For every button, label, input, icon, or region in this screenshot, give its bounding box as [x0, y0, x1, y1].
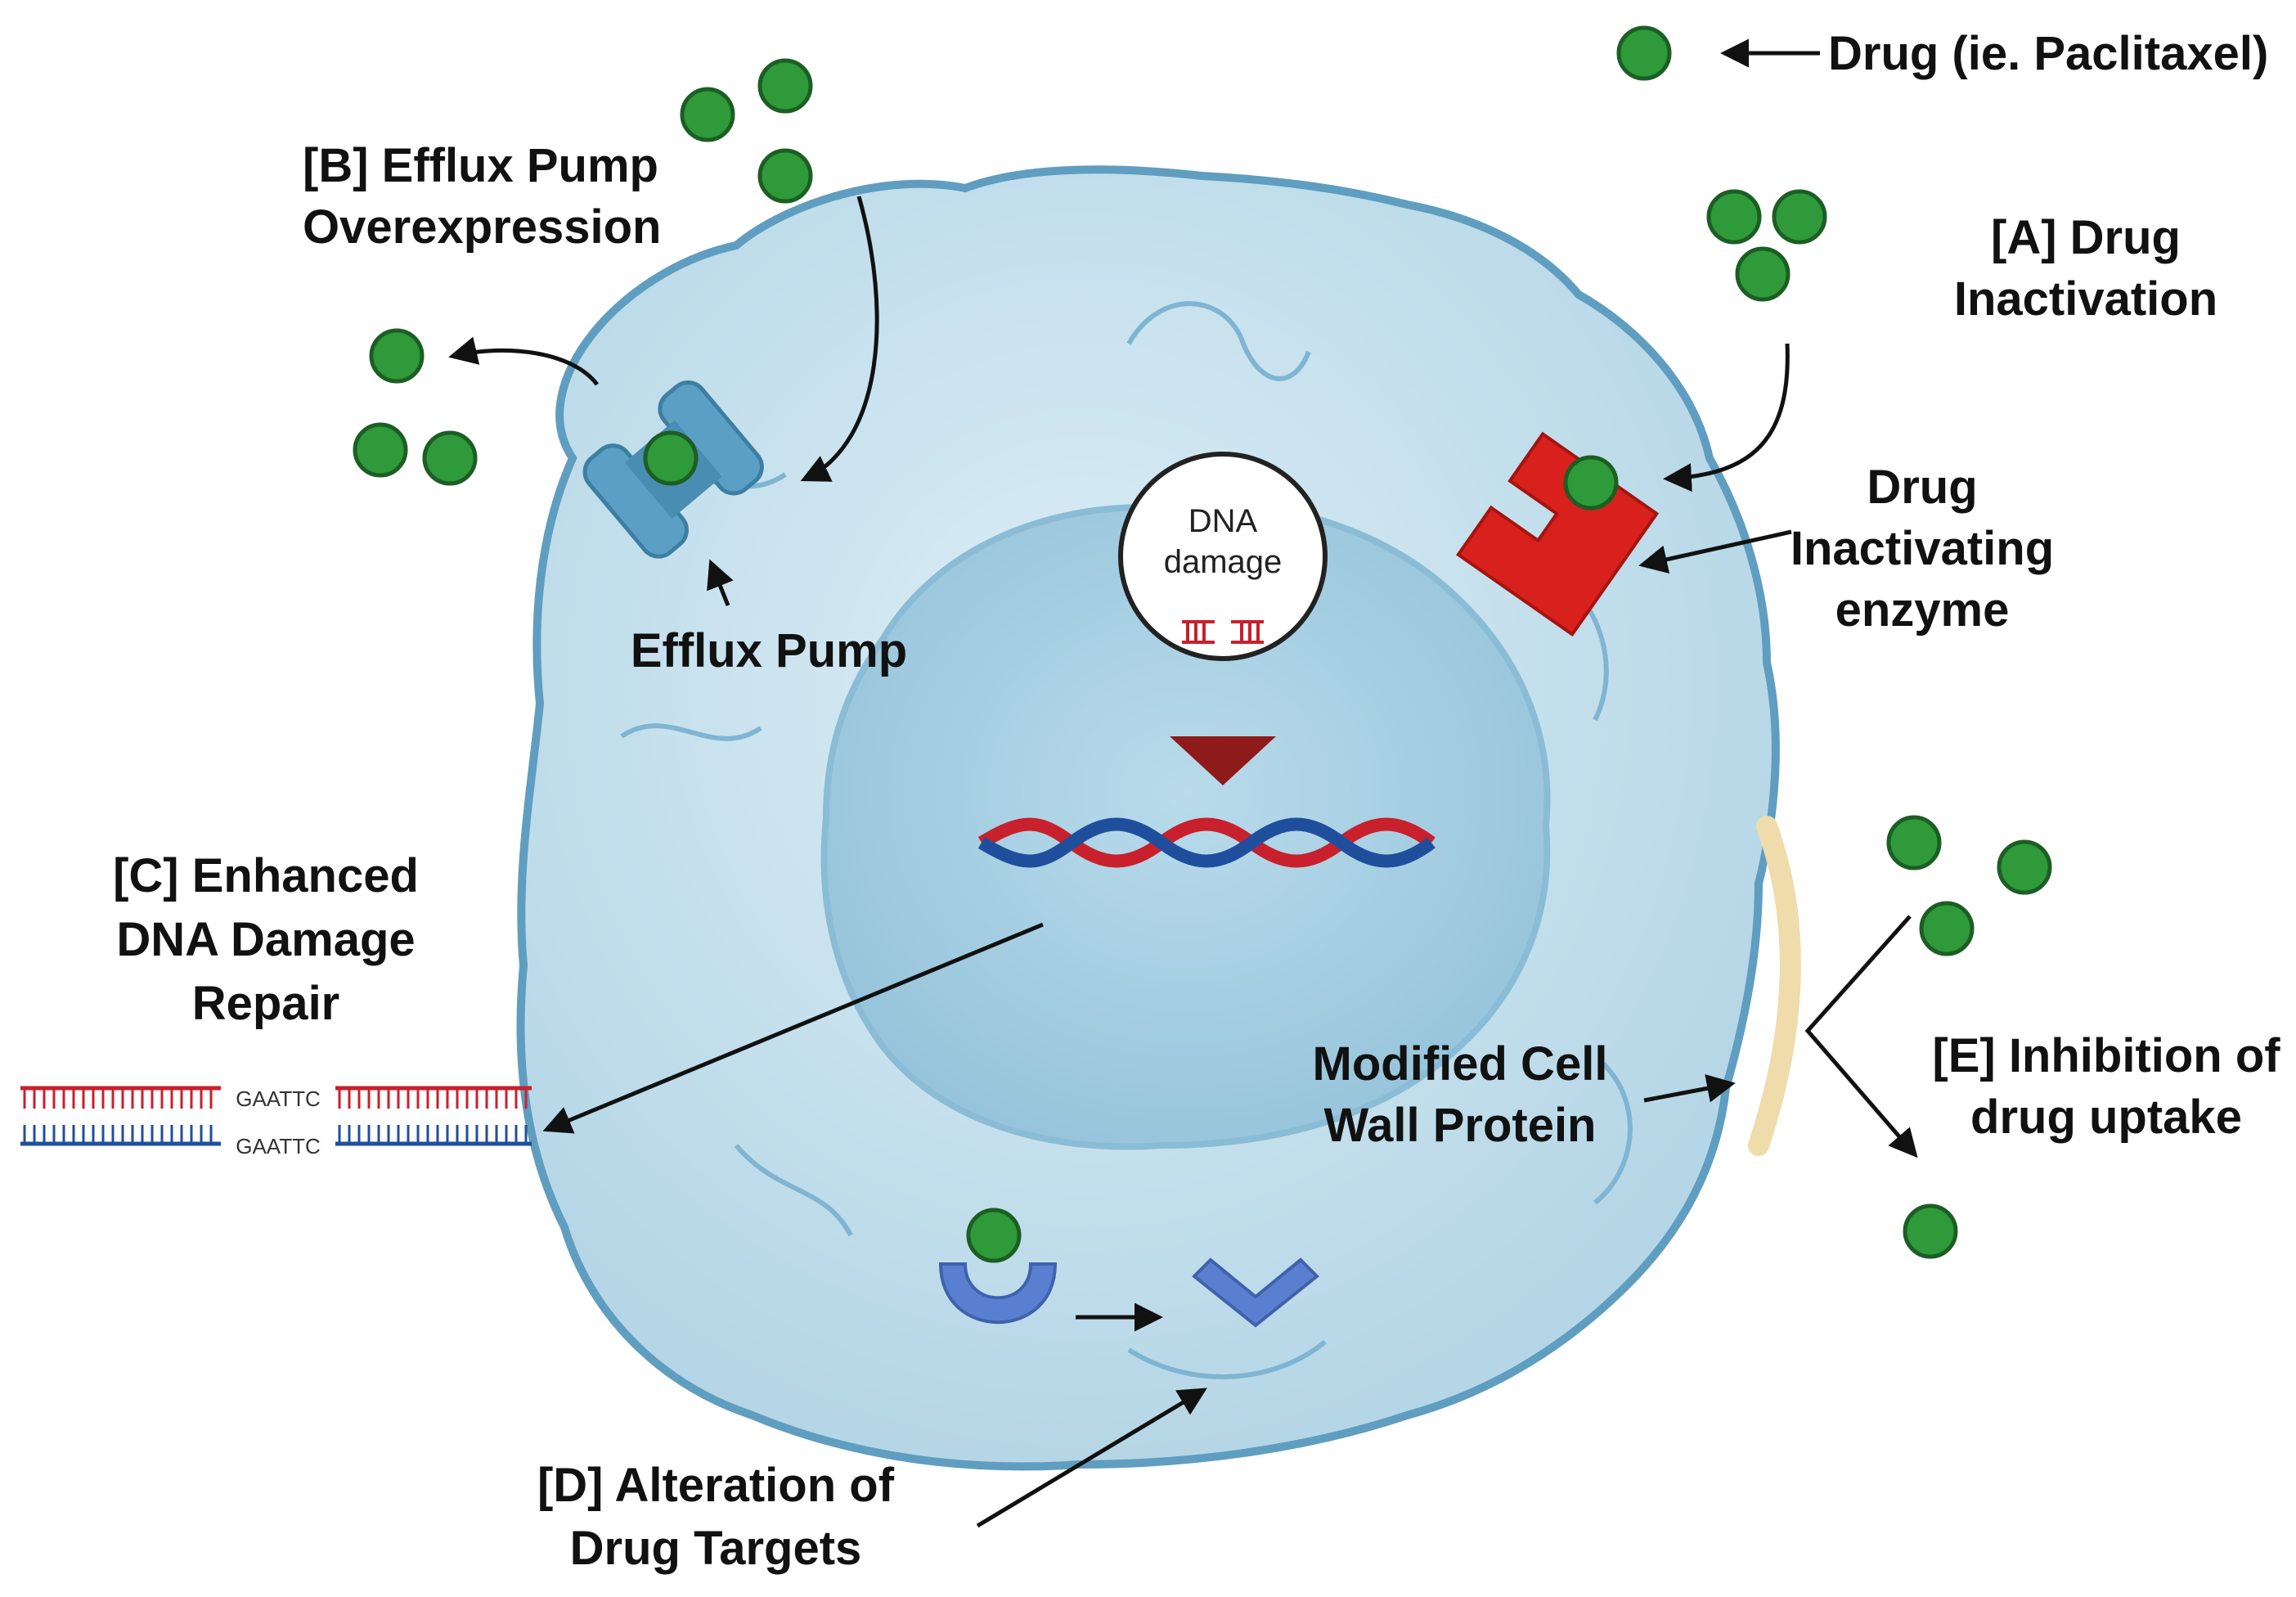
modified-cell-wall-protein	[1748, 816, 1801, 1156]
legend-drug-label: Drug (ie. Paclitaxel)	[1828, 27, 2268, 80]
drug-molecules	[353, 25, 2052, 1263]
drug-molecule	[1997, 839, 2052, 895]
broken-dna-icon	[1182, 620, 1264, 644]
repaired-dna-sequence: GAATTC GAATTC	[20, 1086, 532, 1158]
arrow-dna-repair	[542, 922, 1044, 1134]
arrow-drug-to-enzyme	[1663, 343, 1790, 493]
mechanism-c-line2: DNA Damage	[116, 913, 415, 966]
drug-molecule	[680, 87, 735, 142]
dna-strand-red	[977, 817, 1436, 868]
drug-molecule	[1706, 189, 1762, 245]
sequence-bottom: GAATTC	[236, 1134, 321, 1158]
enzyme-label-1: Drug	[1867, 461, 1977, 514]
mechanism-b-line1: [B] Efflux Pump	[303, 139, 658, 192]
cell-wall-label-1: Modified Cell	[1313, 1037, 1608, 1091]
drug-target-altered	[1192, 1257, 1319, 1328]
sequence-top: GAATTC	[236, 1086, 321, 1111]
mechanism-e-line2: drug uptake	[1970, 1091, 2242, 1144]
drug-molecule	[1772, 189, 1827, 245]
membrane-fold	[734, 1144, 853, 1237]
arrow-cell-wall-label	[1643, 1074, 1736, 1103]
drug-molecule	[757, 58, 813, 114]
mechanism-a-line1: [A] Drug	[1991, 211, 2181, 264]
drug-molecule	[369, 328, 425, 384]
cell-wall-label-2: Wall Protein	[1324, 1099, 1597, 1152]
arrow-efflux-out	[448, 336, 599, 386]
arrow-uptake-block	[1804, 915, 1918, 1158]
mechanism-d-line2: Drug Targets	[570, 1522, 862, 1575]
dna-double-helix	[977, 817, 1436, 868]
enzyme-label-3: enzyme	[1835, 583, 2010, 637]
drug-molecule	[1886, 815, 1942, 870]
arrow-efflux-pump-label	[707, 559, 734, 606]
dna-damage-marker: DNA damage	[1118, 452, 1328, 785]
membrane-fold	[1127, 1339, 1327, 1379]
arrow-enzyme-label	[1638, 529, 1792, 574]
mechanism-d-line1: [D] Alteration of	[537, 1459, 895, 1512]
mechanism-c-line1: [C] Enhanced	[113, 849, 419, 902]
mechanism-e-line1: [E] Inhibition of	[1932, 1029, 2280, 1082]
drug-molecule	[1616, 25, 1672, 81]
mechanism-a-line2: Inactivation	[1954, 272, 2217, 326]
arrows	[448, 38, 1918, 1528]
drug-molecule	[1563, 455, 1619, 511]
dna-damage-bubble	[1118, 452, 1328, 661]
drug-molecule	[353, 422, 408, 478]
dna-damage-label-2: damage	[1164, 544, 1283, 580]
mechanism-b-line2: Overexpression	[303, 200, 661, 254]
drug-molecule	[1903, 1203, 1958, 1259]
drug-molecule	[1735, 246, 1791, 302]
enzyme-label-2: Inactivating	[1791, 522, 2054, 575]
membrane-fold	[620, 723, 762, 741]
drug-molecule	[966, 1208, 1022, 1263]
efflux-pump-label: Efflux Pump	[631, 624, 907, 677]
drug-target-original	[938, 1262, 1058, 1325]
mechanism-c-line3: Repair	[192, 977, 340, 1030]
drug-molecule	[1919, 901, 1975, 956]
membrane-fold	[1593, 1061, 1633, 1205]
drug-molecule	[643, 430, 699, 486]
dna-strand-blue	[977, 817, 1436, 868]
dna-damage-pointer	[1170, 736, 1276, 785]
arrow-alteration-label	[976, 1388, 1208, 1528]
membrane-fold	[1126, 301, 1311, 381]
drug-molecule	[757, 148, 813, 204]
labels: Drug (ie. Paclitaxel) [A] Drug Inactivat…	[113, 27, 2280, 1575]
drug-molecule	[422, 430, 478, 486]
dna-damage-label-1: DNA	[1188, 503, 1258, 539]
arrow-efflux-in	[800, 196, 879, 482]
